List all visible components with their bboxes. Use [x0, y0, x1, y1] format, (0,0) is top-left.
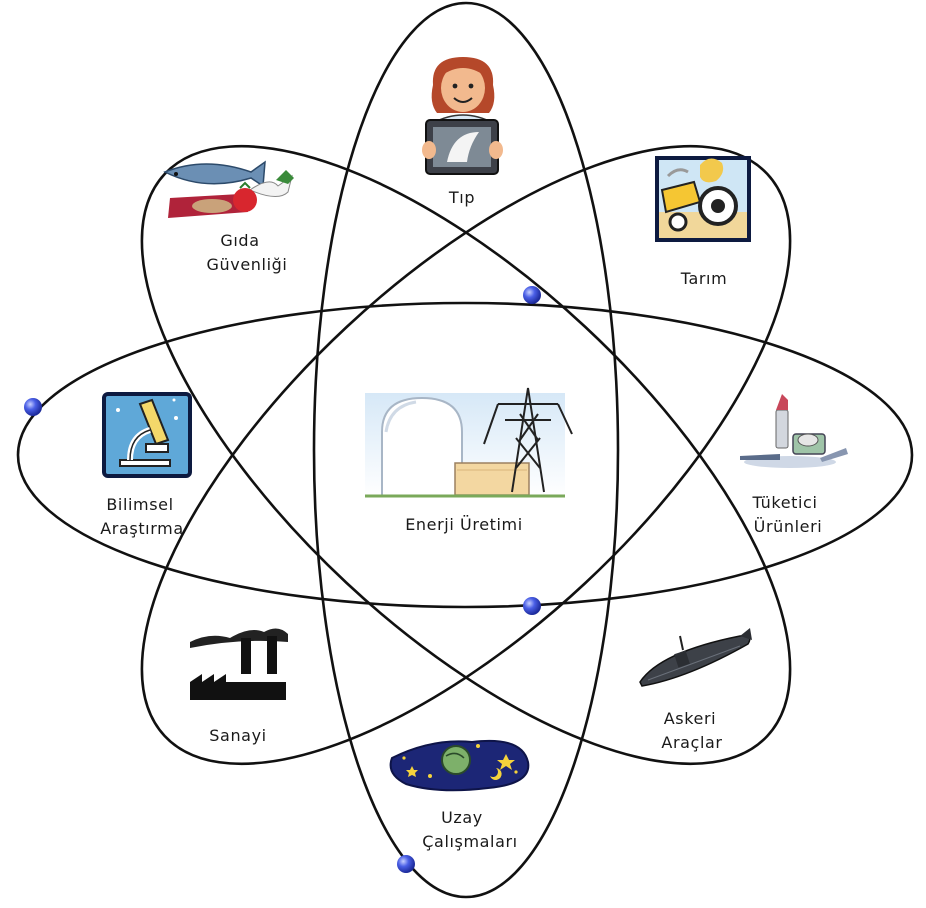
- label-gida-1: Gıda: [220, 231, 259, 250]
- label-tarim: Tarım: [680, 269, 728, 288]
- label-tuketici-1: Tüketici: [751, 493, 817, 512]
- lipstick-compact-icon: [740, 394, 848, 468]
- label-tuketici-2: Ürünleri: [754, 517, 823, 536]
- label-askeri-1: Askeri: [664, 709, 716, 728]
- label-gida-2: Güvenliği: [207, 255, 288, 274]
- label-sanayi: Sanayi: [209, 726, 266, 745]
- orbit-diagonal-left: [140, 144, 792, 766]
- orbit-horizontal: [16, 301, 914, 609]
- electron: [397, 855, 415, 873]
- microscope-icon: [102, 392, 192, 478]
- label-tip: Tıp: [448, 188, 475, 207]
- doctor-xray-icon: [422, 57, 503, 175]
- label-uzay-1: Uzay: [441, 808, 483, 827]
- center-label: Enerji Üretimi: [405, 515, 523, 534]
- power-plant-icon: [365, 387, 573, 498]
- factory-icon: [190, 628, 288, 700]
- label-bilimsel-2: Araştırma: [100, 519, 183, 538]
- submarine-icon: [639, 628, 752, 687]
- farm-tractor-icon: [655, 156, 751, 242]
- food-fish-vegetables-icon: [163, 160, 294, 218]
- orbit-vertical: [312, 1, 620, 899]
- label-uzay-2: Çalışmaları: [422, 832, 517, 851]
- electron: [523, 286, 541, 304]
- label-askeri-2: Araçlar: [661, 733, 722, 752]
- label-bilimsel-1: Bilimsel: [106, 495, 173, 514]
- electron: [523, 597, 541, 615]
- orbit-diagonal-right: [140, 144, 792, 766]
- electron: [24, 398, 42, 416]
- space-planet-icon: [389, 739, 530, 792]
